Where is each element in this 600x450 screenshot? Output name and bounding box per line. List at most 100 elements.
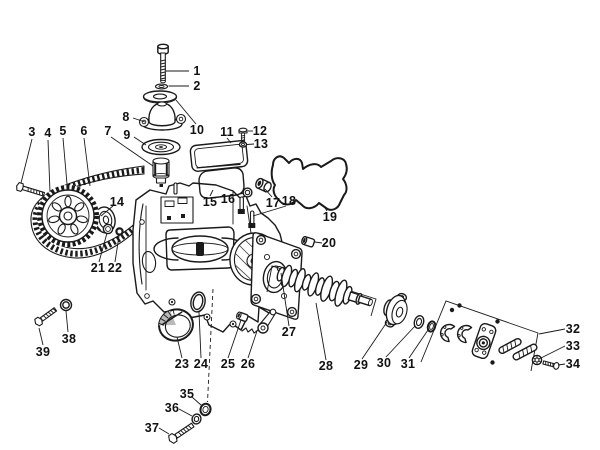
leader-line-31	[408, 329, 429, 359]
part-label-13: 13	[254, 137, 269, 151]
cover-gasket-part-15	[198, 167, 245, 199]
disc-part-10	[142, 90, 178, 104]
screw-part-34	[542, 360, 560, 370]
leader-line-28	[315, 302, 327, 361]
part-label-10: 10	[190, 123, 205, 137]
leader-line-38	[65, 310, 69, 333]
washer-part-30	[413, 315, 425, 329]
part-label-37: 37	[145, 421, 160, 435]
leader-line-33	[540, 345, 566, 359]
part-label-16: 16	[221, 192, 236, 206]
leader-line-35	[191, 396, 202, 406]
lever-part-26	[241, 308, 277, 334]
washer-part-13	[238, 141, 248, 148]
part-label-14: 14	[110, 195, 125, 209]
o-ring-part-38	[59, 298, 73, 312]
part-label-23: 23	[175, 357, 190, 371]
leader-line-6	[83, 137, 91, 187]
part-label-8: 8	[122, 110, 129, 124]
plug-part-25	[235, 311, 249, 323]
leader-line-23	[176, 336, 183, 359]
bolt-part-1	[157, 43, 169, 84]
part-label-39: 39	[36, 345, 51, 359]
part-label-11: 11	[220, 125, 234, 139]
banjo-bolt-part-37	[168, 422, 195, 444]
part-label-20: 20	[322, 236, 337, 250]
part-label-4: 4	[44, 126, 51, 140]
part-label-25: 25	[221, 357, 236, 371]
leader-line-4	[47, 139, 51, 193]
seal-part-21	[102, 223, 114, 235]
part-label-3: 3	[28, 125, 35, 139]
part-label-5: 5	[59, 124, 66, 138]
o-ring-part-24	[190, 291, 206, 313]
plug-part-20	[301, 235, 316, 248]
leader-line-21	[98, 232, 108, 263]
part-label-9: 9	[123, 128, 130, 142]
leader-line-39	[38, 327, 44, 346]
part-label-26: 26	[241, 357, 256, 371]
leader-line-37	[158, 427, 170, 435]
leader-line-9	[133, 136, 147, 146]
leader-line-3	[20, 138, 33, 184]
studs-part-18	[173, 182, 256, 228]
leader-line-25	[227, 319, 242, 359]
governor-assembly-part-32	[439, 303, 538, 365]
part-label-17: 17	[266, 196, 281, 210]
part-label-32: 32	[566, 322, 581, 336]
leader-line-15	[209, 189, 214, 197]
part-label-18: 18	[282, 194, 297, 208]
leader-line-13	[246, 143, 255, 145]
mount-bracket-part-8	[138, 101, 187, 131]
part-label-30: 30	[377, 356, 392, 370]
part-label-35: 35	[180, 387, 195, 401]
washer-part-35	[199, 402, 212, 417]
bolt-part-39	[34, 307, 58, 327]
leader-line-29	[361, 321, 388, 360]
part-label-34: 34	[566, 357, 581, 371]
leader-line-32	[538, 328, 566, 335]
leader-line-17	[264, 188, 273, 198]
leader-line-19	[323, 205, 328, 212]
bolt-part-3	[16, 182, 45, 197]
rear-flange-plate	[250, 232, 303, 320]
washer-part-2	[154, 83, 169, 90]
part-label-33: 33	[566, 339, 581, 353]
leader-line-8	[132, 117, 146, 123]
dome-cover-part-9	[141, 138, 181, 156]
part-label-36: 36	[165, 401, 180, 415]
governor-enclosure	[420, 300, 539, 372]
part-label-22: 22	[108, 261, 123, 275]
leader-line-5	[62, 137, 68, 185]
part-label-15: 15	[203, 195, 218, 209]
part-label-31: 31	[401, 357, 416, 371]
pin-part-7	[152, 157, 170, 187]
leader-line-18	[252, 205, 287, 217]
flange-part-29	[383, 292, 408, 328]
leader-line-22	[114, 235, 120, 263]
leader-line-11	[226, 137, 232, 144]
bushing-part-17	[255, 177, 272, 193]
screw-part-12	[238, 127, 248, 142]
part-label-2: 2	[193, 79, 200, 93]
part-label-27: 27	[282, 325, 297, 339]
part-label-29: 29	[354, 358, 369, 372]
part-label-1: 1	[193, 64, 200, 78]
leader-line-20	[314, 241, 323, 244]
leader-line-26	[247, 330, 258, 359]
cap-part-23	[158, 308, 194, 342]
washer-part-36	[191, 413, 202, 425]
alignment-dashed-line	[207, 288, 214, 403]
part-label-24: 24	[194, 357, 209, 371]
seal-part-22	[115, 227, 124, 236]
part-label-12: 12	[253, 124, 268, 138]
part-label-21: 21	[91, 261, 106, 275]
part-label-6: 6	[80, 124, 87, 138]
leader-line-36	[178, 408, 193, 417]
part-label-19: 19	[323, 210, 338, 224]
part-label-7: 7	[104, 124, 111, 138]
leader-line-14	[100, 205, 114, 217]
leader-line-34	[557, 363, 566, 366]
